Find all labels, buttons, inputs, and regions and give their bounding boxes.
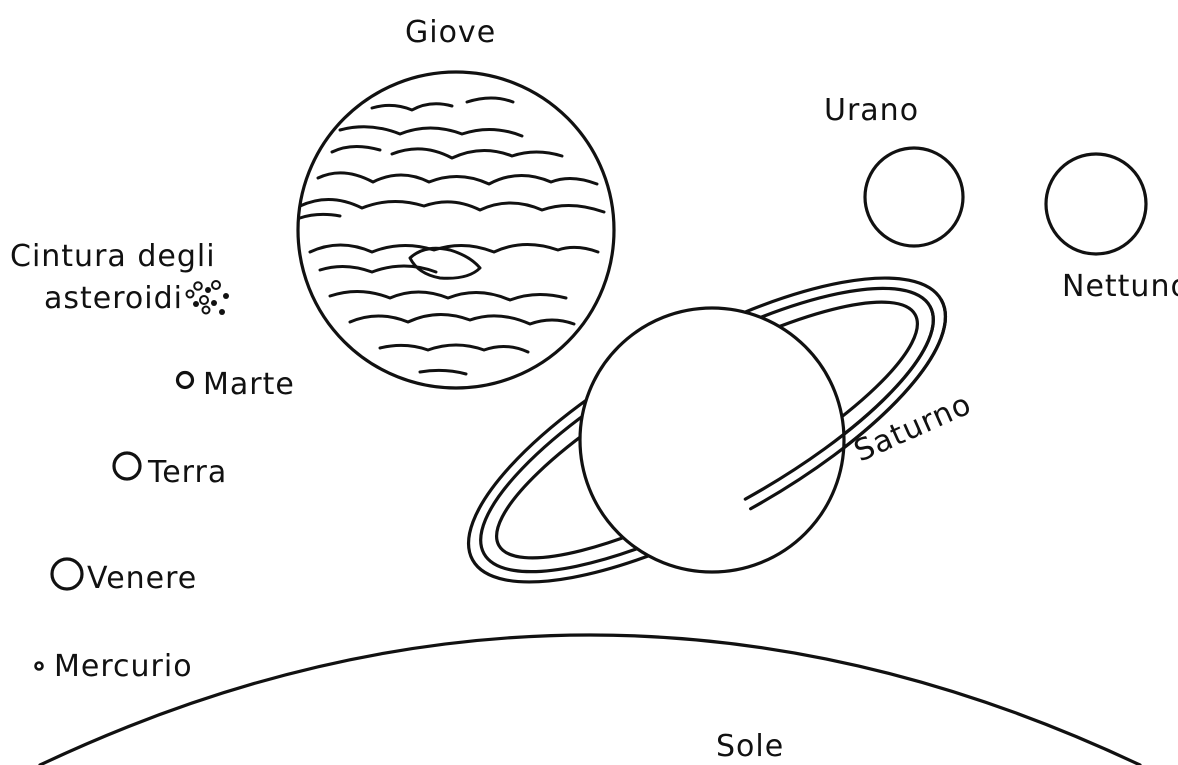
asteroid-belt-label-line2: asteroidi — [44, 281, 183, 316]
mercury-label: Mercurio — [54, 649, 193, 684]
venus — [52, 559, 82, 589]
mars — [178, 373, 193, 388]
asteroid-belt-label-line1: Cintura degli — [10, 239, 216, 274]
sun — [40, 635, 1140, 765]
jupiter — [298, 72, 614, 388]
earth — [114, 453, 140, 479]
neptune-label: Nettuno — [1062, 269, 1178, 304]
sun-label: Sole — [716, 729, 784, 764]
asteroid-belt — [187, 281, 230, 315]
jupiter-label: Giove — [405, 15, 496, 50]
venus-label: Venere — [87, 561, 197, 596]
mercury — [36, 663, 43, 670]
saturn-label: Saturno — [849, 387, 977, 470]
uranus-label: Urano — [824, 93, 919, 128]
neptune — [1046, 154, 1146, 254]
uranus — [865, 148, 963, 246]
mars-label: Marte — [203, 367, 295, 402]
jupiter-bands — [300, 98, 604, 374]
saturn-body — [580, 308, 844, 572]
earth-label: Terra — [147, 455, 227, 490]
